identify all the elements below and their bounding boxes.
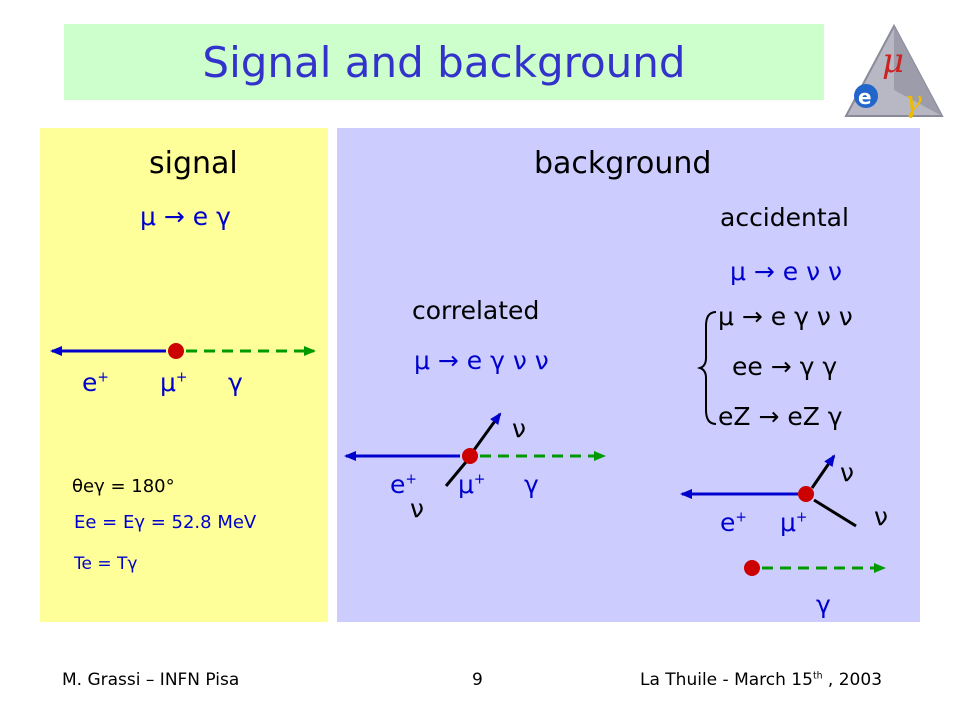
accidental-list-item-1: μ → e γ ν ν bbox=[718, 302, 853, 331]
correlated-label-e: e+ bbox=[390, 470, 417, 499]
accidental-neutrino-line-2 bbox=[813, 498, 857, 528]
signal-vertex bbox=[168, 343, 184, 359]
correlated-heading: correlated bbox=[412, 296, 540, 325]
signal-panel bbox=[40, 128, 328, 622]
accidental-neutrino-arrow-1 bbox=[810, 454, 836, 489]
signal-angle: θeγ = 180° bbox=[72, 476, 175, 497]
signal-time: Te = Tγ bbox=[74, 554, 138, 574]
correlated-label-nu1: ν bbox=[512, 414, 526, 443]
page-title: Signal and background bbox=[202, 38, 686, 87]
correlated-vertex bbox=[462, 448, 478, 464]
signal-diagram bbox=[50, 343, 316, 359]
footer-author: M. Grassi – INFN Pisa bbox=[62, 670, 240, 690]
logo-triangle-icon: μ e γ bbox=[844, 23, 944, 120]
logo-mu: μ bbox=[882, 41, 904, 81]
accidental-brace bbox=[696, 311, 717, 425]
signal-heading: signal bbox=[149, 146, 238, 181]
accidental-process: μ → e ν ν bbox=[730, 257, 842, 286]
signal-process: μ → e γ bbox=[140, 202, 231, 231]
accidental-heading: accidental bbox=[720, 203, 849, 232]
logo-e: e bbox=[858, 85, 872, 109]
correlated-label-nu2: ν bbox=[410, 494, 424, 523]
correlated-label-gamma: γ bbox=[524, 470, 539, 499]
accidental-label-e: e+ bbox=[720, 508, 747, 537]
correlated-diagram bbox=[344, 412, 606, 487]
signal-label-e: e+ bbox=[82, 368, 109, 397]
accidental-list-item-3: eZ → eZ γ bbox=[718, 402, 843, 431]
footer-page-number: 9 bbox=[472, 670, 483, 690]
accidental-label-mu: μ+ bbox=[780, 508, 808, 537]
signal-label-mu: μ+ bbox=[160, 368, 188, 397]
accidental-label-gamma: γ bbox=[816, 590, 831, 619]
correlated-neutrino-arrow-1 bbox=[472, 412, 502, 451]
accidental-vertex-gamma bbox=[744, 560, 760, 576]
mu-e-gamma-logo: μ e γ bbox=[838, 20, 950, 130]
accidental-list-item-2: ee → γ γ bbox=[732, 352, 838, 381]
accidental-label-nu2: ν bbox=[874, 502, 888, 531]
background-panel bbox=[337, 128, 920, 622]
logo-gamma: γ bbox=[904, 85, 922, 120]
correlated-neutrino-line-2 bbox=[444, 461, 468, 487]
accidental-label-nu1: ν bbox=[840, 458, 854, 487]
accidental-diagram bbox=[680, 454, 886, 576]
correlated-process: μ → e γ ν ν bbox=[414, 346, 549, 375]
footer-event: La Thuile - March 15th , 2003 bbox=[640, 670, 883, 690]
title-bar bbox=[64, 24, 824, 100]
correlated-label-mu: μ+ bbox=[458, 470, 486, 499]
signal-energy: Ee = Eγ = 52.8 MeV bbox=[74, 512, 257, 533]
signal-label-gamma: γ bbox=[228, 368, 243, 397]
background-heading: background bbox=[534, 146, 712, 181]
accidental-vertex-mu bbox=[798, 486, 814, 502]
